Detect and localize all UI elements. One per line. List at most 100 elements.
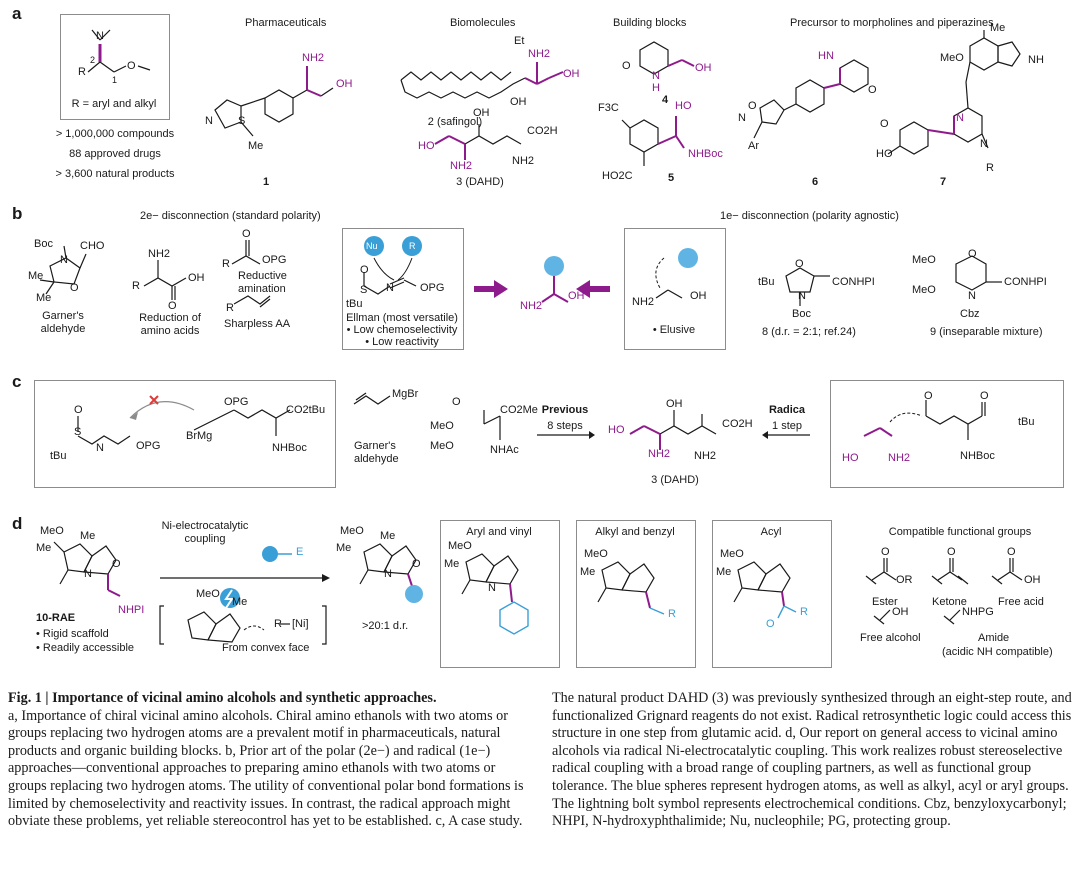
compound-3-oh: OH [473,107,490,119]
compound-5-f3c: F3C [598,102,619,114]
amino-acid-oh: OH [188,272,205,284]
radical-nhboc: NHBoc [960,450,995,462]
fg-amide-note: (acidic NH compatible) [942,646,1053,658]
sharpless-r: R [226,302,234,314]
radical-nh2: NH2 [888,452,911,464]
radical-o-2: O [980,390,989,402]
motif-o-atom: O [127,60,136,72]
previous-steps: 8 steps [547,420,583,432]
rae-n: N [84,568,92,580]
caption-left: Fig. 1 | Importance of vicinal amino alc… [8,690,530,831]
compound-2-oh-2: OH [510,96,527,108]
caption-title: Fig. 1 | Importance of vicinal amino alc… [8,690,437,706]
radical-o: O [924,390,933,402]
garner-me: Me [28,270,44,282]
reductive-opg: OPG [262,254,287,266]
c-dahd-nh2: NH2 [648,448,671,460]
b-target-oh: OH [568,290,585,302]
alkyl-meo: MeO [584,548,608,560]
c-dahd-co2h: CO2H [722,418,753,430]
radical-box [830,380,1064,488]
elusive-oh: OH [690,290,707,302]
phosphonate-structure [483,410,501,440]
motif-box [60,14,170,120]
header-pharmaceuticals: Pharmaceuticals [245,17,327,29]
acyl-r: R [800,606,808,618]
grignard-co2tbu: CO2tBu [286,404,326,416]
rae-bullet-2: • Readily accessible [36,642,135,654]
compound-1-nh2: NH2 [302,52,325,64]
motif-n-atom: N [96,30,104,42]
compound-9-n: N [968,290,976,302]
product-dr: >20:1 d.r. [362,620,409,632]
alkyl-me: Me [580,566,596,578]
compound-4-n: N [652,70,660,82]
compound-3-co2h: CO2H [527,125,558,137]
acyl-box [712,520,832,668]
compound-5-nhboc: NHBoc [688,148,723,160]
fg-alcohol-oh: OH [892,606,909,618]
reductive-structure [231,240,271,308]
grignard-n: N [96,442,104,454]
amino-acid-structure [143,260,187,300]
amino-acid-r: R [132,280,140,292]
ellman-label: Ellman (most versatile) [346,312,458,324]
compound-2-nh2: NH2 [528,48,551,60]
b-retro-arrows [474,280,610,298]
compound-7-r: R [986,162,994,174]
compound-7-me: Me [990,22,1006,34]
compound-9-conhpi: CONHPI [1004,276,1047,288]
fg-ester-label: Ester [872,596,898,608]
radical-ho: HO [842,452,859,464]
phosphonate-meo-2: MeO [430,440,454,452]
reduction-label: Reduction of amino acids [139,312,201,337]
grignard-tbu: tBu [50,450,67,462]
stat-compounds: > 1,000,000 compounds [55,128,175,140]
coupling-arrow [159,546,330,645]
radical-steps: 1 step [772,420,802,432]
compound-2-et: Et [514,35,525,47]
compound-6-ar: Ar [748,140,759,152]
compound-9-meo: MeO [912,254,936,266]
compound-4-h: H [652,82,660,94]
b-target-nh2: NH2 [520,300,543,312]
elusive-nh2: NH2 [632,296,655,308]
compound-6-o-isox: O [748,100,757,112]
fg-acid-oh: OH [1024,574,1041,586]
compound-8-conhpi: CONHPI [832,276,875,288]
compound-4-structure [639,41,695,75]
compound-2-label: 2 (safingol) [427,116,483,128]
fg-alcohol-label: Free alcohol [860,632,921,644]
reductive-r: R [222,258,230,270]
alkyl-benzyl-title: Alkyl and benzyl [595,526,675,538]
compound-4-o: O [622,60,631,72]
c-dahd-oh: OH [666,398,683,410]
compound-7-nh: NH [1028,54,1044,66]
compound-3-label: 3 (DAHD) [456,176,504,188]
caption-left-body: a, Importance of chiral vicinal amino al… [8,707,524,830]
fg-amide-nhpg: NHPG [962,606,994,618]
backward-arrow [762,431,810,439]
compound-9-label: 9 (inseparable mixture) [930,326,1043,338]
compound-9-structure [955,255,1002,291]
fg-ketone-label: Ketone [932,596,967,608]
compound-1-me: Me [248,140,264,152]
garner-cho: CHO [80,240,105,252]
phosphonate-co2me: CO2Me [500,404,538,416]
b-target-structure [541,256,569,303]
c-dahd-structure [629,410,717,450]
allyl-mgbr-structure [353,392,391,405]
header-precursors: Precursor to morpholines and piperazines [790,17,994,29]
radical-structure [863,400,986,440]
compound-5-label: 5 [668,172,675,184]
motif-structure [87,29,151,73]
ellman-opg: OPG [420,282,445,294]
caption-right-body: The natural product DAHD (3) was previou… [552,690,1072,830]
phosphonate-o: O [452,396,461,408]
grignard-brmg: BrMg [186,430,213,442]
compound-7-meo: MeO [940,52,964,64]
fg-title: Compatible functional groups [888,526,1032,538]
rae-me: Me [36,542,52,554]
elusive-box [624,228,726,350]
caption-right: The natural product DAHD (3) was previou… [552,690,1074,831]
